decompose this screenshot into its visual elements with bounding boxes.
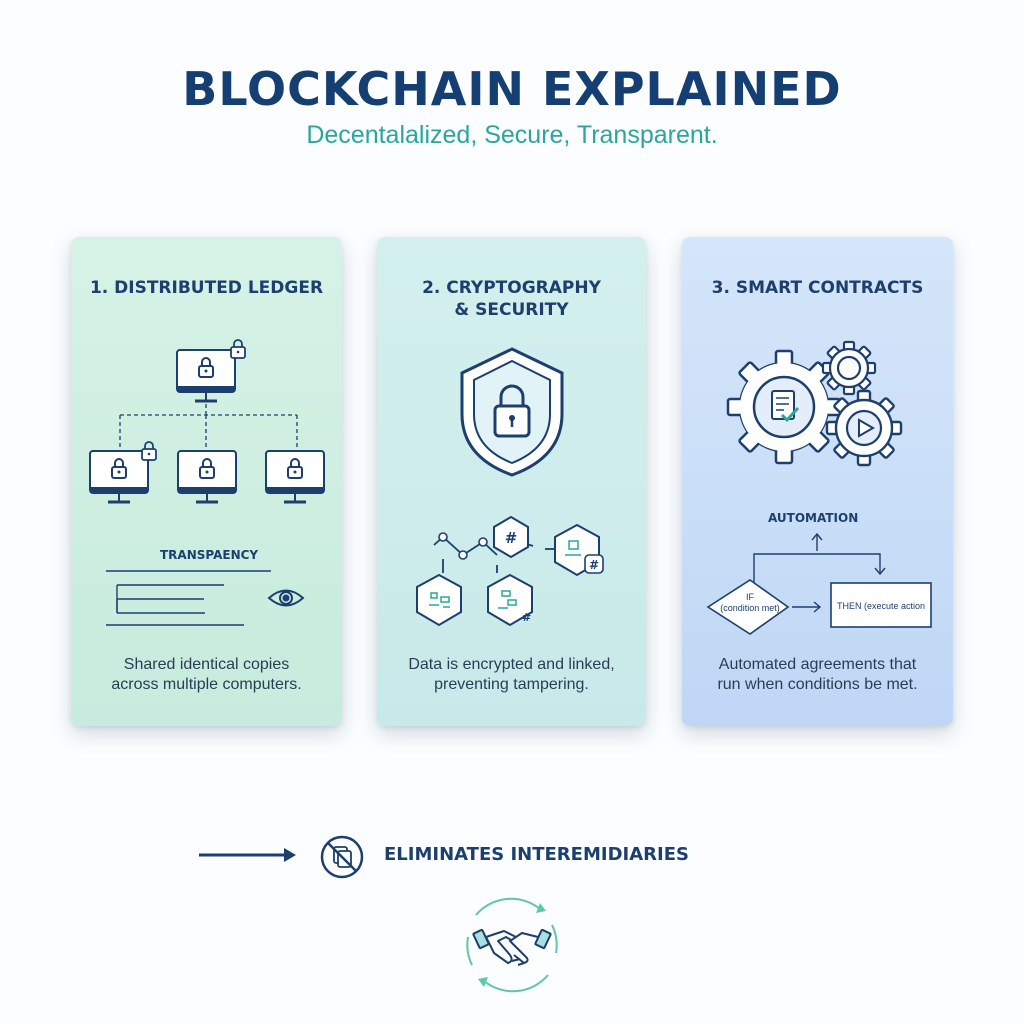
card-title-smart-contracts: 3. SMART CONTRACTS bbox=[711, 278, 924, 298]
padlock-icon bbox=[141, 441, 157, 461]
no-intermediary-icon bbox=[320, 835, 364, 879]
svg-text:#: # bbox=[522, 611, 531, 624]
ledger-illustration bbox=[88, 339, 326, 626]
card-description-smart-contracts: Automated agreements that run when condi… bbox=[717, 656, 918, 693]
crypto-illustration: # # # bbox=[416, 347, 604, 627]
svg-text:#: # bbox=[505, 529, 518, 547]
gear-icon bbox=[821, 340, 877, 396]
eye-icon bbox=[267, 589, 305, 607]
then-label: THEN (execute action bbox=[837, 601, 925, 611]
page-title: BLOCKCHAIN EXPLAINED bbox=[182, 62, 842, 116]
gear-document-icon bbox=[726, 349, 842, 465]
section-label-automation: AUTOMATION bbox=[768, 511, 859, 525]
if-decision-shape bbox=[706, 579, 790, 635]
card-title-distributed-ledger: 1. DISTRIBUTED LEDGER bbox=[89, 278, 324, 298]
computer-lock-icon bbox=[175, 348, 237, 403]
section-label-transparency: TRANSPAENCY bbox=[160, 548, 259, 562]
card-description-distributed-ledger: Shared identical copies across multiple … bbox=[111, 656, 302, 693]
contracts-illustration: IF (condition met) THEN (execute action bbox=[706, 340, 932, 635]
card-title-cryptography: 2. CRYPTOGRAPHY & SECURITY bbox=[422, 278, 601, 320]
gear-play-icon bbox=[825, 389, 903, 467]
arrow-right-icon bbox=[199, 848, 296, 862]
computer-lock-icon bbox=[88, 449, 150, 504]
padlock-icon bbox=[230, 339, 246, 359]
data-hexagon-icon bbox=[416, 573, 462, 627]
computer-lock-icon bbox=[264, 449, 326, 504]
handshake-icon bbox=[466, 897, 558, 993]
if-condition-label: (condition met) bbox=[720, 603, 780, 613]
if-label: IF bbox=[746, 592, 755, 602]
card-smart-contracts: 3. SMART CONTRACTS bbox=[682, 237, 953, 726]
computer-lock-icon bbox=[176, 449, 238, 504]
page-subtitle: Decentalalized, Secure, Transparent. bbox=[306, 121, 718, 149]
data-hexagon-icon: # bbox=[554, 523, 604, 577]
hash-hexagon-icon: # bbox=[493, 515, 529, 559]
data-hexagon-icon: # bbox=[487, 573, 533, 627]
then-action-box bbox=[830, 582, 932, 628]
card-cryptography-security: 2. CRYPTOGRAPHY & SECURITY # bbox=[377, 237, 646, 726]
card-distributed-ledger: 1. DISTRIBUTED LEDGER bbox=[71, 237, 342, 726]
svg-text:#: # bbox=[589, 558, 599, 572]
eliminates-intermediaries-label: ELIMINATES INTEREMIDIARIES bbox=[384, 844, 689, 865]
shield-lock-icon bbox=[460, 347, 564, 477]
card-description-cryptography: Data is encrypted and linked, preventing… bbox=[408, 656, 615, 693]
